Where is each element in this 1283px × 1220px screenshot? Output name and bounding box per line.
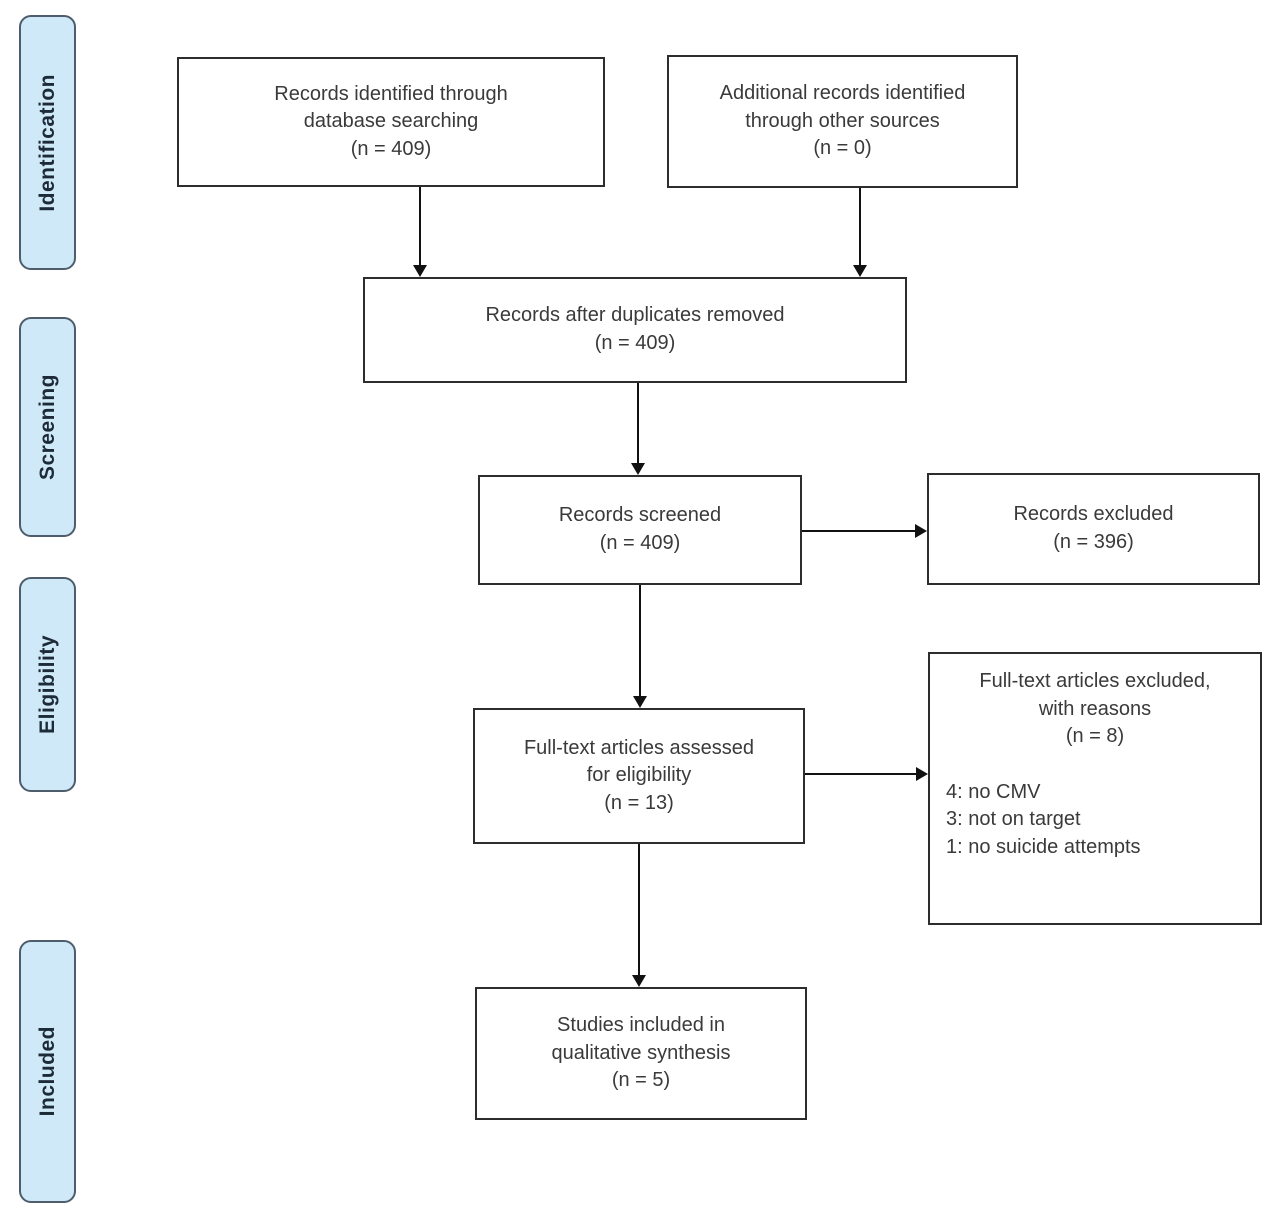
- fulltext-excluded-title: Full-text articles excluded, with reason…: [979, 670, 1211, 748]
- stage-eligibility-label: Eligibility: [35, 635, 59, 734]
- box-duplicates-removed: Records after duplicates removed (n = 40…: [363, 277, 907, 383]
- box-fulltext-assessed: Full-text articles assessed for eligibil…: [473, 708, 805, 844]
- box-additional-records: Additional records identified through ot…: [667, 55, 1018, 188]
- stage-included-label: Included: [35, 1026, 59, 1117]
- box-records-identified: Records identified through database sear…: [177, 57, 605, 187]
- box-records-excluded: Records excluded (n = 396): [927, 473, 1260, 585]
- arrow-screened-to-excluded: [802, 524, 927, 538]
- stage-identification: Identification: [19, 15, 76, 270]
- stage-included: Included: [19, 940, 76, 1203]
- stage-identification-label: Identification: [35, 73, 59, 212]
- arrow-additional-to-duplicates: [853, 188, 867, 277]
- box-records-screened: Records screened (n = 409): [478, 475, 802, 585]
- arrow-identified-to-duplicates: [413, 187, 427, 277]
- box-studies-included: Studies included in qualitative synthesi…: [475, 987, 807, 1120]
- box-fulltext-excluded: Full-text articles excluded, with reason…: [928, 652, 1262, 925]
- stage-screening: Screening: [19, 317, 76, 537]
- arrow-fulltext-to-included: [632, 844, 646, 987]
- fulltext-excluded-reasons: 4: no CMV 3: not on target 1: no suicide…: [946, 780, 1141, 858]
- arrow-fulltext-to-excluded: [805, 767, 928, 781]
- stage-screening-label: Screening: [35, 373, 59, 481]
- arrow-duplicates-to-screened: [631, 383, 645, 475]
- arrow-screened-to-fulltext: [633, 585, 647, 708]
- stage-eligibility: Eligibility: [19, 577, 76, 792]
